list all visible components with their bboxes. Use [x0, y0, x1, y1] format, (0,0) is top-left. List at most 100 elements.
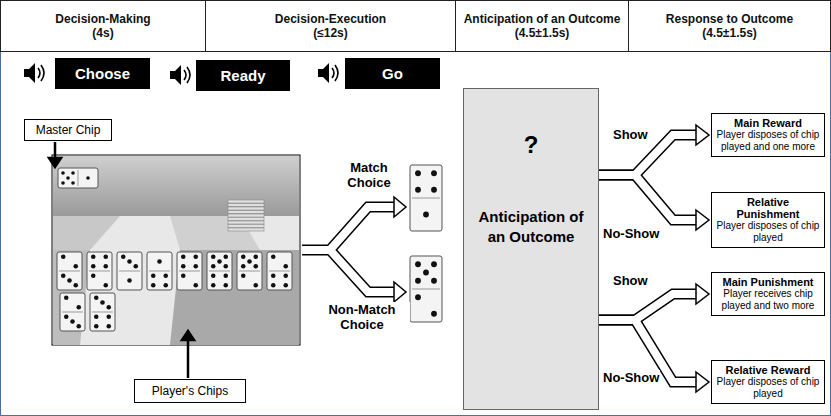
domino-divider [412, 198, 440, 199]
speaker-icon [24, 63, 35, 83]
domino-pip [103, 283, 108, 288]
domino-pip [211, 254, 216, 259]
domino-pip [223, 273, 228, 278]
domino-pip [76, 324, 81, 329]
sound-wave [38, 68, 40, 78]
domino-pip [151, 273, 156, 278]
domino-pip [76, 305, 81, 310]
domino-pip [241, 264, 246, 269]
domino [90, 293, 115, 331]
phase-header: Decision-Execution(≤12s) [205, 0, 456, 52]
chip-stack [228, 207, 264, 210]
domino [177, 252, 202, 290]
domino-pip [73, 283, 78, 288]
callout-arrows [49, 142, 194, 378]
domino-pip [151, 283, 156, 288]
domino-pip [163, 273, 168, 278]
domino-pip [271, 283, 276, 288]
domino-pip [283, 273, 288, 278]
domino-pip [103, 264, 108, 269]
domino-pip [247, 259, 252, 264]
domino [87, 252, 112, 290]
domino-pip [70, 319, 75, 324]
outcome-arrow [599, 175, 697, 220]
node-body: (4.5±1.5s) [702, 26, 757, 40]
phase-header: Anticipation of an Outcome(4.5±1.5s) [455, 0, 629, 52]
node-heading: Decision-Making [55, 12, 150, 26]
domino-pip [133, 264, 138, 269]
domino-pip [94, 314, 99, 319]
edge-label: No-Show [602, 370, 660, 385]
chip-stack [228, 218, 264, 221]
speaker-icon [318, 63, 329, 83]
domino-pip [211, 273, 216, 278]
domino-pip [66, 176, 70, 180]
domino-pip [71, 171, 75, 175]
node-heading: Relative Punishment [716, 196, 820, 220]
domino-pip [73, 264, 78, 269]
domino [207, 252, 232, 290]
edge-label: No-Show [602, 226, 660, 241]
sound-wave [335, 65, 338, 81]
domino-pip [241, 254, 246, 259]
domino-pip [91, 273, 96, 278]
domino-pip [211, 264, 216, 269]
edge-label: Show [612, 273, 649, 288]
node-heading: Choose [75, 65, 130, 82]
domino-pip [415, 294, 421, 300]
domino-pip [94, 324, 99, 329]
sound-wave [41, 65, 44, 81]
speaker-icon [170, 65, 181, 85]
domino [57, 252, 82, 290]
domino-pip [211, 283, 216, 288]
domino [237, 252, 262, 290]
chip-stack [228, 225, 264, 228]
domino-pip [193, 264, 198, 269]
callout-box: Master Chip [24, 119, 112, 141]
domino-pip [431, 311, 437, 317]
node-body: Player disposes of chip played and one m… [716, 129, 820, 153]
node-heading: Relative Reward [716, 364, 820, 376]
chip-stack [228, 204, 264, 207]
node-heading: Main Punishment [716, 276, 820, 288]
chip-stack [228, 200, 264, 203]
node-heading: Response to Outcome [666, 12, 793, 26]
domino-divider [239, 271, 260, 272]
sound-wave [332, 68, 334, 78]
domino-pip [253, 254, 258, 259]
domino-divider [62, 312, 83, 313]
choice-label: Match Choice [330, 160, 408, 190]
cue-box: Go [345, 58, 440, 89]
outcome-box: Main PunishmentPlayer receives chip play… [711, 272, 825, 316]
domino [410, 165, 442, 231]
domino-pip [64, 295, 69, 300]
domino-pip [163, 283, 168, 288]
phase-header: Decision-Making(4s) [0, 0, 206, 52]
node-body: (≤12s) [313, 26, 348, 40]
choice-dominoes [410, 165, 442, 322]
domino [58, 168, 98, 188]
domino-pip [271, 273, 276, 278]
outcome-box: Relative PunishmentPlayer disposes of ch… [711, 192, 825, 248]
anticipation-box: ?Anticipation of an Outcome [463, 88, 599, 410]
domino-pip [100, 300, 105, 305]
node-heading: Ready [220, 67, 265, 84]
domino-pip [91, 264, 96, 269]
domino-pip [103, 254, 108, 259]
domino-pip [415, 187, 421, 193]
domino-pip [431, 278, 437, 284]
domino-pip [415, 170, 421, 176]
arrowhead [696, 372, 709, 392]
domino-pip [106, 314, 111, 319]
domino-divider [119, 271, 140, 272]
domino-pip [431, 187, 437, 193]
domino-divider [269, 271, 290, 272]
domino-divider [149, 271, 170, 272]
outcome-arrow-fill [599, 175, 697, 220]
node-heading: Decision-Execution [275, 12, 386, 26]
node-body: (4.5±1.5s) [515, 26, 570, 40]
callout-box: Player's Chips [134, 379, 246, 403]
domino-pip [181, 264, 186, 269]
